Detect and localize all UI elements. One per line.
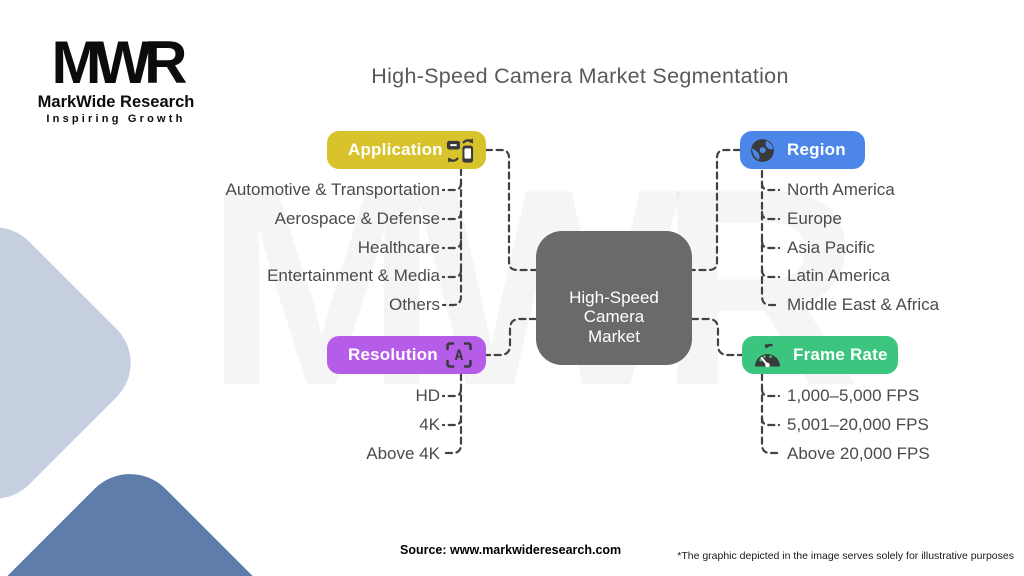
branch-line bbox=[760, 387, 781, 398]
frame-rate-items-list: 1,000–5,000 FPS 5,001–20,000 FPS Above 20,… bbox=[787, 382, 930, 468]
connector-frame-rate-center bbox=[690, 317, 744, 357]
list-item: 1,000–5,000 FPS bbox=[787, 386, 920, 405]
trunk-resolution bbox=[441, 372, 463, 455]
connector-application-center bbox=[484, 148, 538, 272]
page-title: High-Speed Camera Market Segmentation bbox=[371, 64, 789, 88]
branch-badge-frame-rate: Frame Rate bbox=[742, 336, 898, 374]
branch-badge-region: Region bbox=[740, 131, 865, 169]
logo-tagline: Inspiring Growth bbox=[46, 113, 186, 125]
resolution-items-list: HD 4K Above 4K bbox=[366, 382, 440, 468]
globe-icon bbox=[749, 137, 776, 164]
devices-rotation-icon bbox=[446, 137, 475, 164]
list-item: Healthcare bbox=[357, 237, 440, 257]
list-item: Aerospace & Defense bbox=[274, 208, 440, 228]
markwide-logo: MWR MarkWide Research Inspiring Growth bbox=[36, 29, 196, 126]
branch-line bbox=[441, 239, 463, 250]
letter-scan-icon: A bbox=[446, 342, 472, 368]
branch-line bbox=[441, 387, 463, 398]
source-note: Source: www.markwideresearch.com bbox=[400, 543, 622, 557]
list-item: Europe bbox=[787, 208, 842, 228]
list-item: HD bbox=[415, 386, 440, 405]
branch-badge-application: Application bbox=[327, 131, 486, 169]
branch-line bbox=[441, 181, 463, 192]
badge-label-frame-rate: Frame Rate bbox=[793, 345, 888, 364]
connector-region-center bbox=[690, 148, 742, 272]
badge-label-region: Region bbox=[787, 140, 846, 159]
list-item: Others bbox=[388, 295, 440, 315]
list-item: Above 20,000 FPS bbox=[787, 443, 930, 463]
disclaimer-note: *The graphic depicted in the image serve… bbox=[677, 550, 1014, 562]
list-item: Entertainment & Media bbox=[267, 266, 440, 286]
center-node-label: High-Speed Camera Market bbox=[569, 287, 659, 346]
list-item: 5,001–20,000 FPS bbox=[787, 414, 929, 434]
logo-monogram: MWR bbox=[51, 29, 188, 96]
branch-line bbox=[760, 239, 781, 250]
connector-resolution-center bbox=[484, 317, 538, 357]
svg-text:A: A bbox=[455, 348, 464, 364]
branch-line bbox=[760, 181, 781, 192]
background-watermark: MWR bbox=[205, 132, 861, 444]
branch-line bbox=[760, 210, 781, 221]
branch-line bbox=[441, 268, 463, 279]
speedometer-icon bbox=[752, 342, 782, 369]
branch-line bbox=[441, 210, 463, 221]
branch-line bbox=[760, 416, 781, 427]
list-item: Middle East & Africa bbox=[787, 295, 940, 315]
list-item: North America bbox=[787, 180, 895, 199]
logo-company-name: MarkWide Research bbox=[37, 93, 195, 111]
list-item: Latin America bbox=[787, 266, 890, 286]
branch-line bbox=[441, 416, 463, 427]
list-item: 4K bbox=[419, 414, 440, 434]
badge-label-application: Application bbox=[348, 140, 443, 159]
list-item: Asia Pacific bbox=[787, 237, 875, 257]
list-item: Above 4K bbox=[366, 443, 440, 463]
center-node: High-Speed Camera Market bbox=[536, 231, 692, 365]
branch-line bbox=[760, 268, 781, 279]
branch-badge-resolution: Resolution A bbox=[327, 336, 486, 374]
badge-label-resolution: Resolution bbox=[348, 345, 438, 364]
trunk-region bbox=[760, 169, 781, 307]
trunk-frame-rate bbox=[760, 372, 781, 455]
trunk-application bbox=[441, 167, 463, 307]
list-item: Automotive & Transportation bbox=[225, 180, 440, 199]
